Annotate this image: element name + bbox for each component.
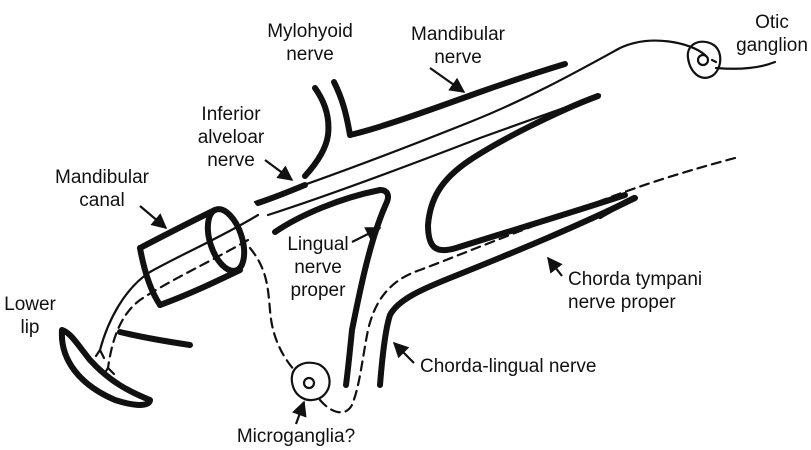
lower-lip-inner — [120, 332, 190, 345]
label-chorda-tympani-nerve-proper: Chorda tympani nerve proper — [548, 258, 702, 313]
label-mandibular-nerve: Mandibular nerve — [411, 24, 506, 92]
label-lower-lip: Lower lip — [4, 294, 56, 338]
label-microganglia: Microganglia? — [237, 402, 355, 447]
label-otic-ganglion: Otic ganglion — [736, 12, 808, 56]
label-line: lip — [20, 317, 39, 338]
leader-arrow — [430, 68, 464, 92]
microganglia-dashed-link — [250, 248, 296, 372]
microganglion — [292, 363, 330, 400]
label-line: nerve — [207, 150, 255, 171]
inferior-alveolar-nerve-edge — [258, 185, 305, 203]
label-line: nerve — [294, 257, 342, 278]
label-line: Mandibular — [55, 167, 150, 188]
mandibular-nerve-lower-edge — [428, 96, 625, 250]
otic-ganglion-nucleus — [698, 55, 708, 65]
label-line: canal — [79, 190, 124, 211]
leader-arrow — [265, 160, 292, 180]
label-line: nerve — [286, 44, 334, 65]
label-line: Lower — [4, 294, 56, 315]
nerve-into-lip-upper — [100, 215, 258, 350]
label-inferior-alveolar-nerve: Inferior alveloar nerve — [198, 104, 292, 180]
label-line: proper — [291, 280, 347, 301]
label-line: Lingual — [287, 234, 348, 255]
label-chorda-lingual-nerve: Chorda-lingual nerve — [394, 343, 596, 377]
mylohyoid-nerve-branch-outer — [334, 82, 350, 135]
leader-arrow — [548, 258, 562, 276]
microganglion-nucleus — [304, 378, 314, 388]
nerve-into-lip-dashed — [108, 240, 248, 368]
label-line: nerve proper — [568, 292, 676, 313]
label-line: Chorda-lingual nerve — [420, 356, 596, 377]
label-line: Microganglia? — [237, 426, 355, 447]
label-line: Otic — [755, 12, 789, 33]
mandibular-canal-bottom-edge — [160, 270, 240, 305]
label-line: Chorda tympani — [568, 269, 702, 290]
microganglion-body — [292, 363, 330, 400]
label-line: nerve — [434, 47, 482, 68]
label-mylohyoid-nerve: Mylohyoid nerve — [267, 21, 353, 65]
label-line: alveloar — [198, 127, 265, 148]
mylohyoid-nerve-branch — [305, 88, 328, 176]
leader-arrow — [140, 206, 166, 228]
lower-lip — [62, 330, 190, 405]
label-line: Mylohyoid — [267, 21, 353, 42]
label-line: Inferior — [201, 104, 261, 125]
leader-arrow — [296, 402, 304, 424]
leader-arrow — [394, 343, 414, 363]
lower-lip-outline — [62, 330, 150, 405]
label-line: ganglion — [736, 35, 808, 56]
label-mandibular-canal: Mandibular canal — [55, 167, 166, 228]
label-line: Mandibular — [411, 24, 506, 45]
otic-ganglion-fiber — [712, 60, 775, 69]
